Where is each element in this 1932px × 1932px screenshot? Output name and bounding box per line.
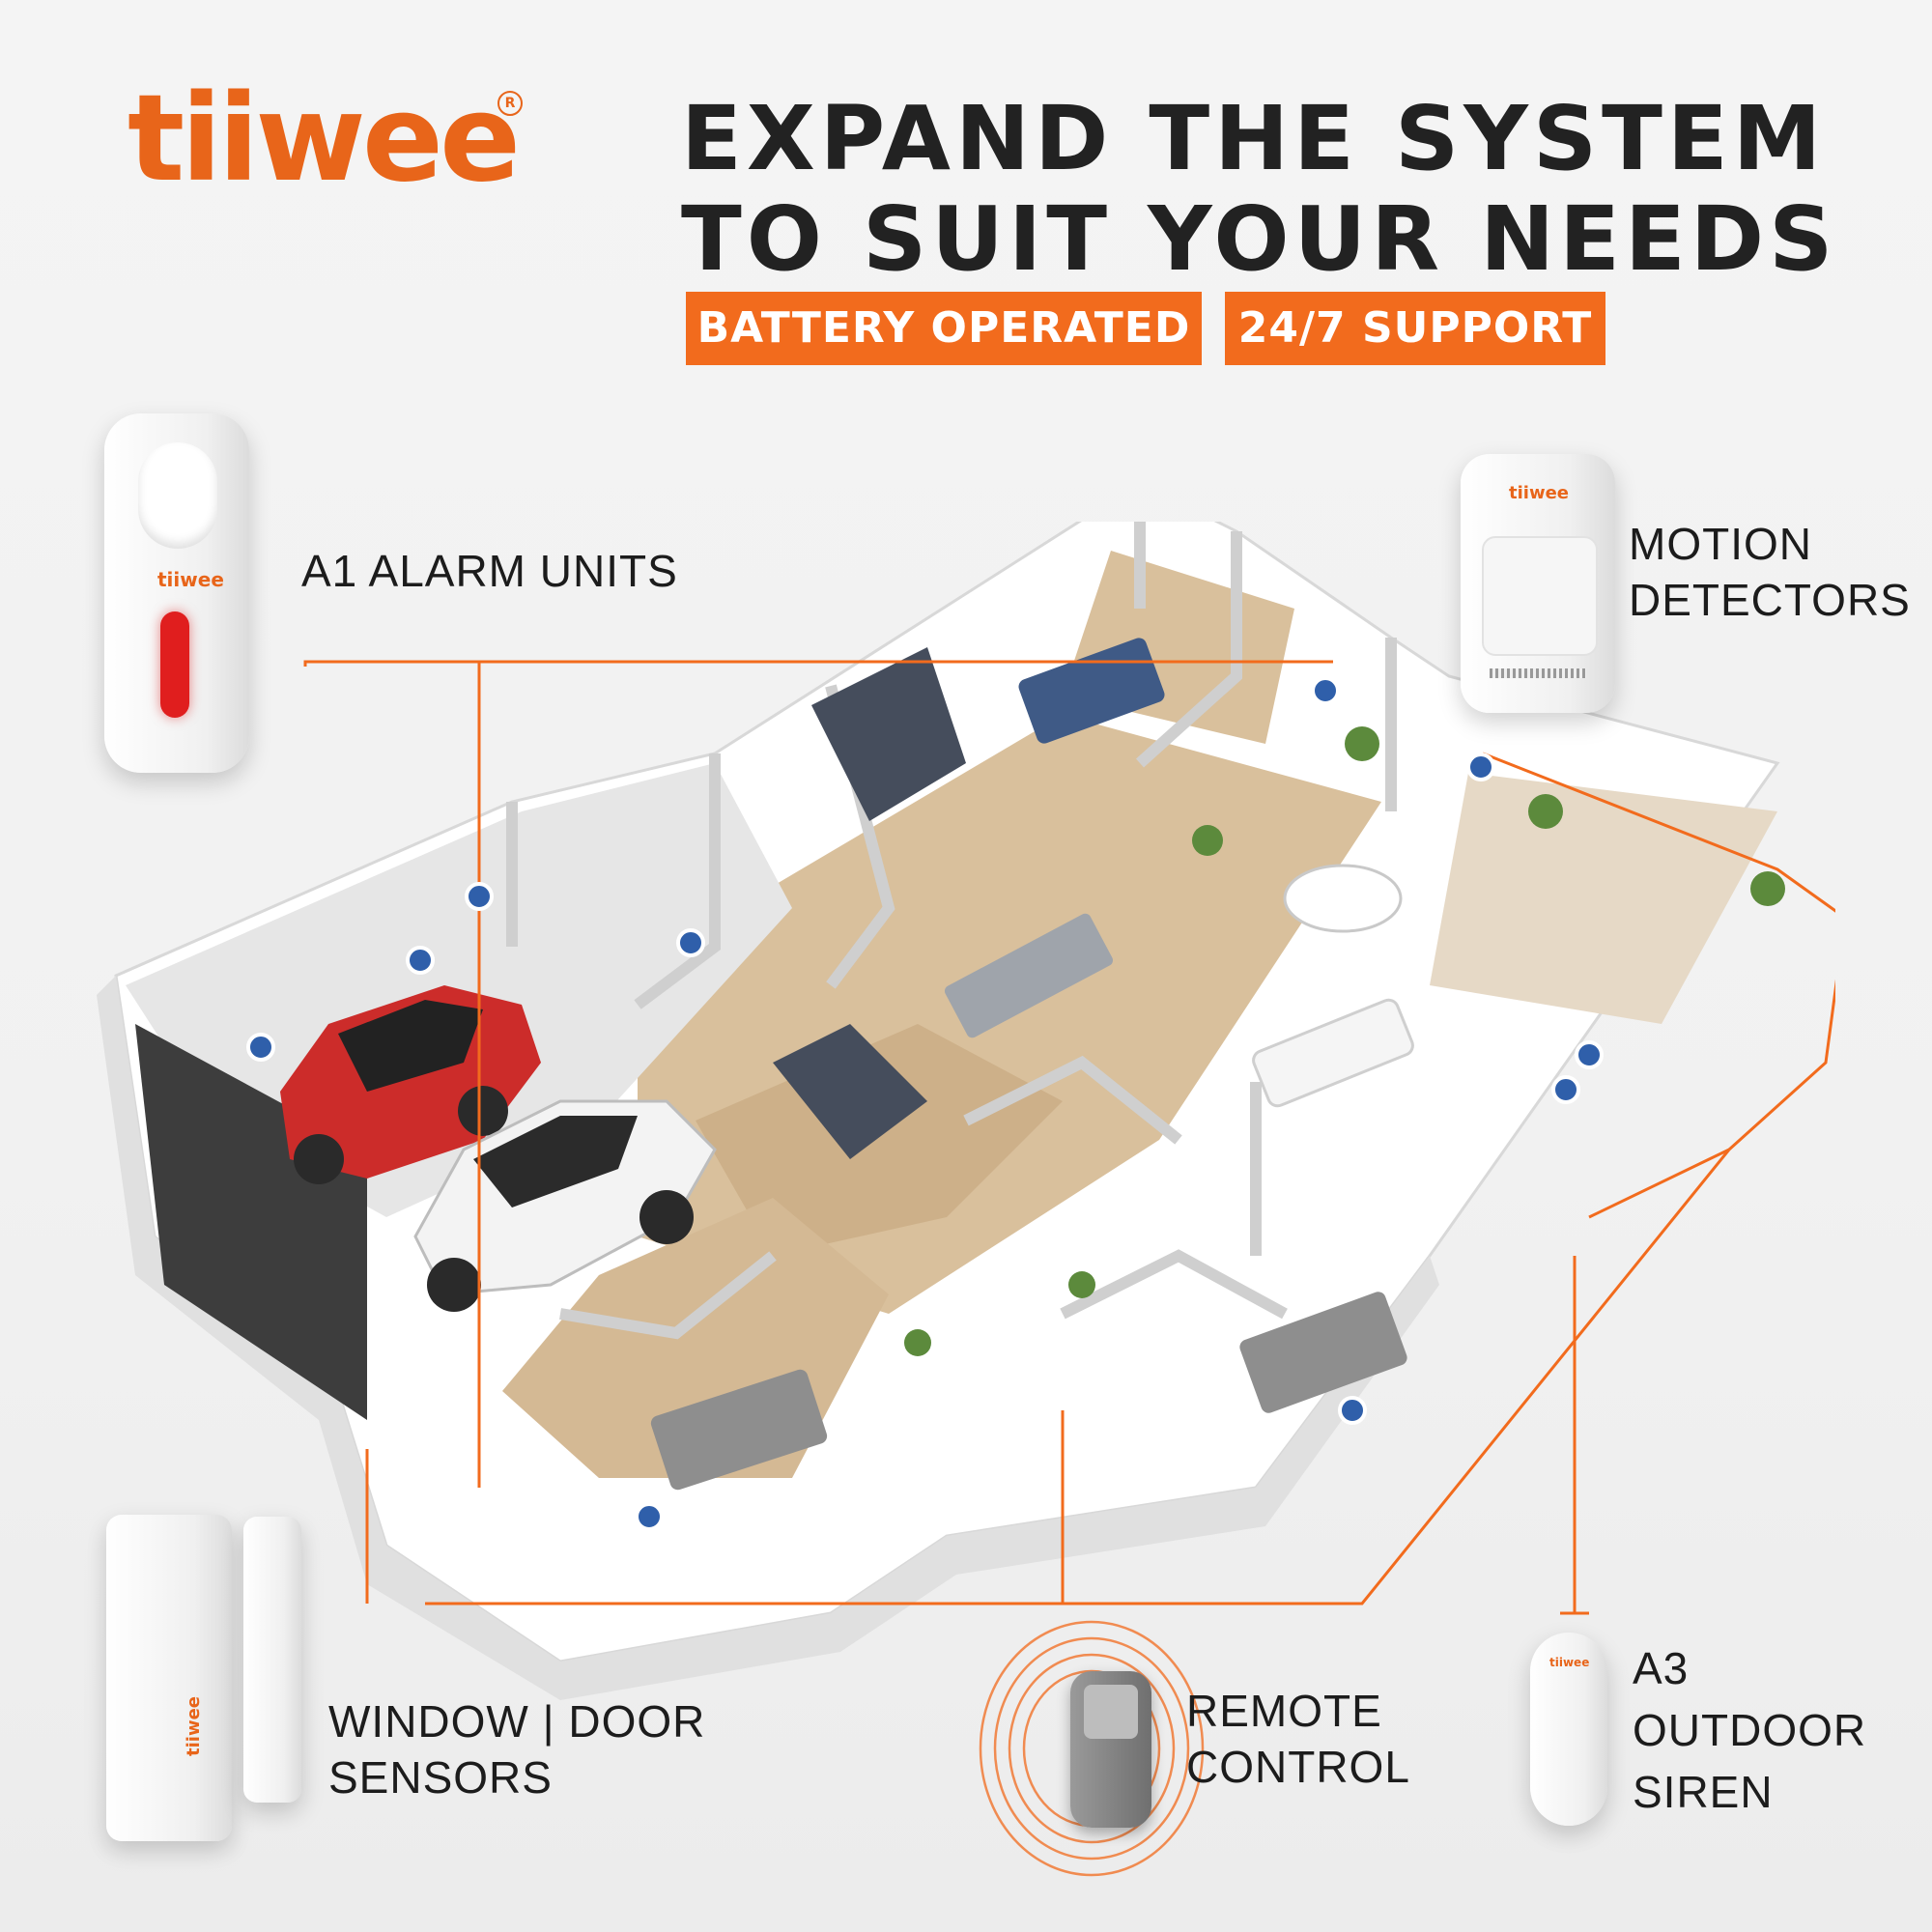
motion-grille: [1490, 668, 1586, 678]
label-siren-line-3: SIREN: [1633, 1767, 1774, 1817]
motion-detector-brand: tiiwee: [1509, 483, 1569, 503]
label-motion-line-1: MOTION: [1629, 519, 1812, 569]
alarm-unit-brand: tiiwee: [157, 568, 224, 591]
outdoor-siren-image: tiiwee: [1530, 1633, 1607, 1826]
door-sensor-image: tiiwee: [106, 1515, 232, 1841]
motion-detector-image: tiiwee: [1461, 454, 1615, 713]
alarm-red-light: [160, 611, 189, 718]
label-motion-detectors: MOTION DETECTORS: [1629, 516, 1911, 628]
label-remote-control: REMOTE CONTROL: [1186, 1683, 1410, 1795]
door-sensor-magnet-image: [243, 1517, 301, 1803]
label-motion-line-2: DETECTORS: [1629, 575, 1911, 625]
label-remote-line-1: REMOTE: [1186, 1686, 1382, 1736]
alarm-unit-image: tiiwee: [104, 413, 249, 773]
label-sensors-line-1: WINDOW | DOOR: [328, 1696, 706, 1747]
door-sensor-brand: tiiwee: [184, 1696, 204, 1756]
badge-battery-operated: BATTERY OPERATED: [686, 292, 1202, 365]
siren-brand: tiiwee: [1549, 1656, 1590, 1669]
label-alarm-units: A1 ALARM UNITS: [301, 546, 678, 596]
remote-buttons: [1084, 1685, 1138, 1739]
headline-line-1: EXPAND THE SYSTEM: [681, 87, 1827, 190]
white-car: [413, 1099, 717, 1312]
label-sensors-line-2: SENSORS: [328, 1752, 553, 1803]
red-car: [280, 985, 541, 1184]
label-siren-line-1: A3: [1633, 1643, 1690, 1693]
registered-mark: R: [497, 91, 523, 116]
label-siren-line-2: OUTDOOR: [1633, 1705, 1867, 1755]
alarm-speaker: [138, 442, 217, 549]
label-remote-line-2: CONTROL: [1186, 1742, 1410, 1792]
label-outdoor-siren: A3 OUTDOOR SIREN: [1633, 1637, 1866, 1823]
remote-control-image: [1070, 1671, 1151, 1828]
remote-signal-rings: [979, 1620, 1205, 1877]
house-floorplan-illustration: [97, 522, 1835, 1700]
headline: EXPAND THE SYSTEM TO SUIT YOUR NEEDS: [681, 89, 1840, 290]
badge-support: 24/7 SUPPORT: [1225, 292, 1605, 365]
brand-logo: tiiwee: [128, 70, 521, 209]
motion-lens: [1482, 536, 1598, 656]
label-window-door-sensors: WINDOW | DOOR SENSORS: [328, 1693, 705, 1805]
headline-line-2: TO SUIT YOUR NEEDS: [681, 187, 1838, 291]
